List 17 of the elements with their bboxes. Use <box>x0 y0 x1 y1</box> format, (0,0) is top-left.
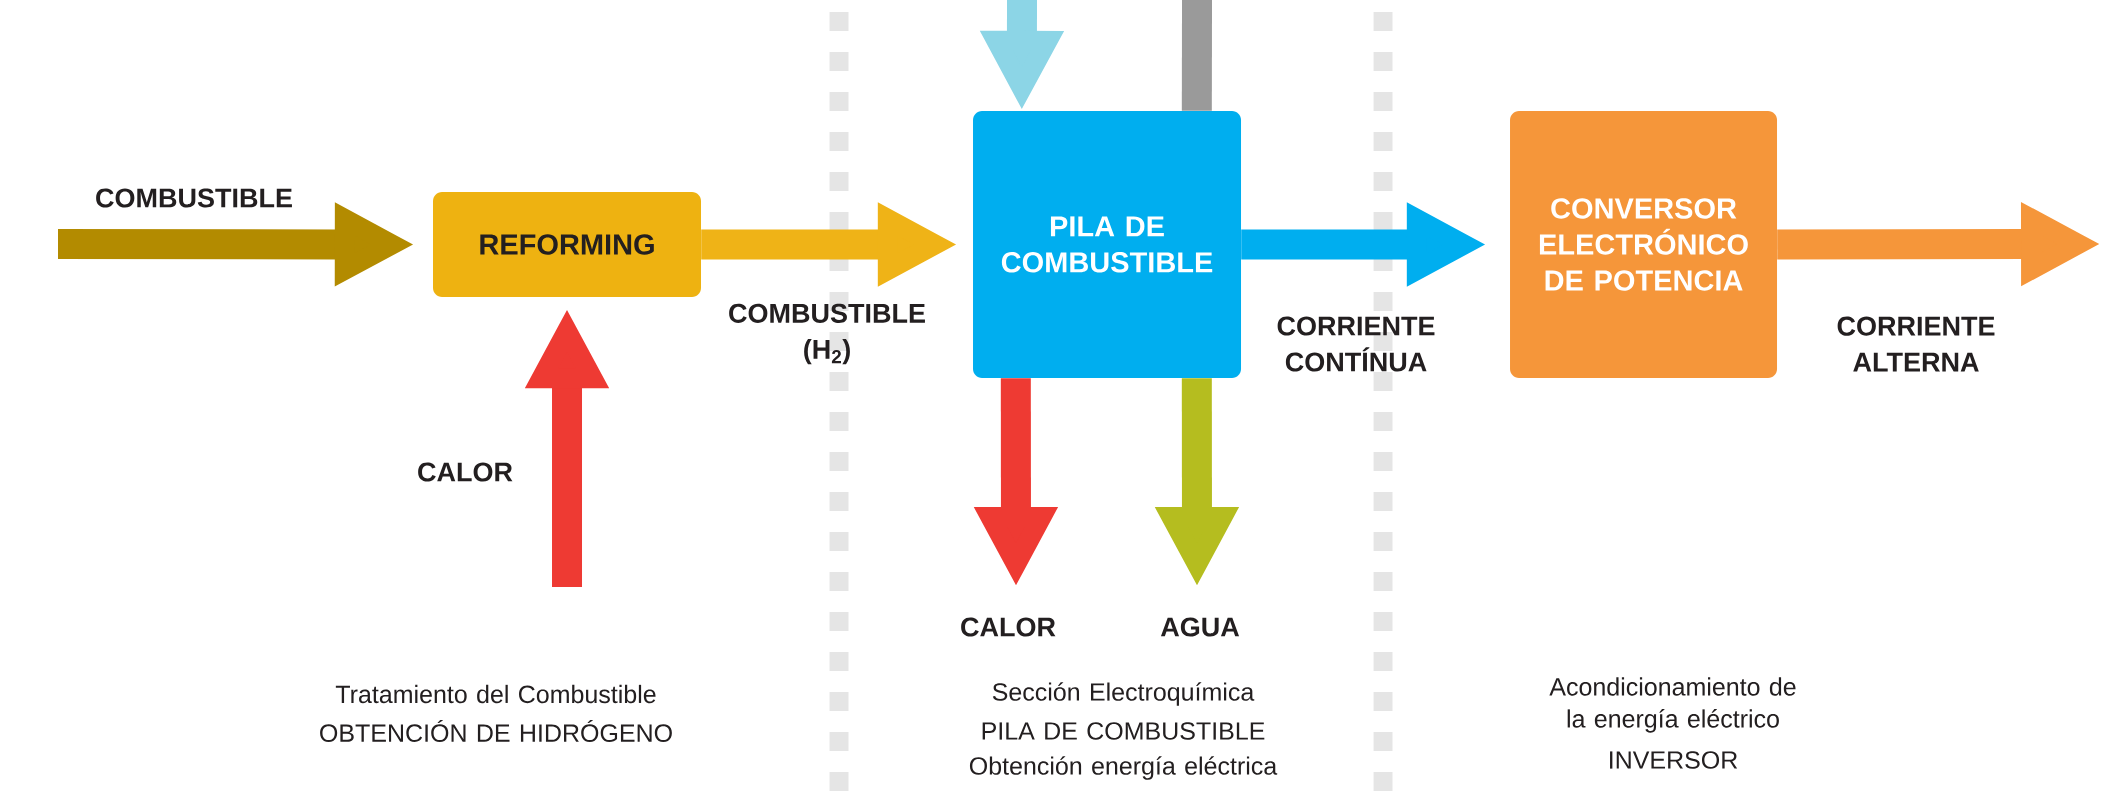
edge-label: COMBUSTIBLE <box>96 188 292 208</box>
edge-label: CORRIENTE ALTERNA <box>1837 316 1995 372</box>
edge-label: AGUA <box>1160 617 1240 637</box>
section-caption: OBTENCIÓN DE HIDRÓGENO <box>320 720 672 742</box>
edge-label: CALOR <box>418 462 513 482</box>
section-caption: INVERSOR <box>1610 751 1738 769</box>
section-caption: Tratamiento del Combustible <box>335 684 656 704</box>
edge-label: COMBUSTIBLE (H$_{2}$) <box>729 303 925 365</box>
section-caption: Acondicionamiento de la energía eléctrico <box>1549 677 1796 733</box>
section-caption: PILA DE COMBUSTIBLE <box>982 722 1265 740</box>
edge-label: CORRIENTE CONTÍNUA <box>1277 316 1435 372</box>
section-caption: Obtención energía eléctrica <box>969 756 1278 780</box>
edge-label: CALOR <box>961 617 1056 637</box>
process-box: CONVERSOR ELECTRÓNICO DE POTENCIA <box>1510 111 1777 378</box>
process-box: REFORMING <box>433 192 701 297</box>
process-box: PILA DE COMBUSTIBLE <box>973 111 1241 378</box>
section-caption: Sección Electroquímica <box>992 682 1255 706</box>
